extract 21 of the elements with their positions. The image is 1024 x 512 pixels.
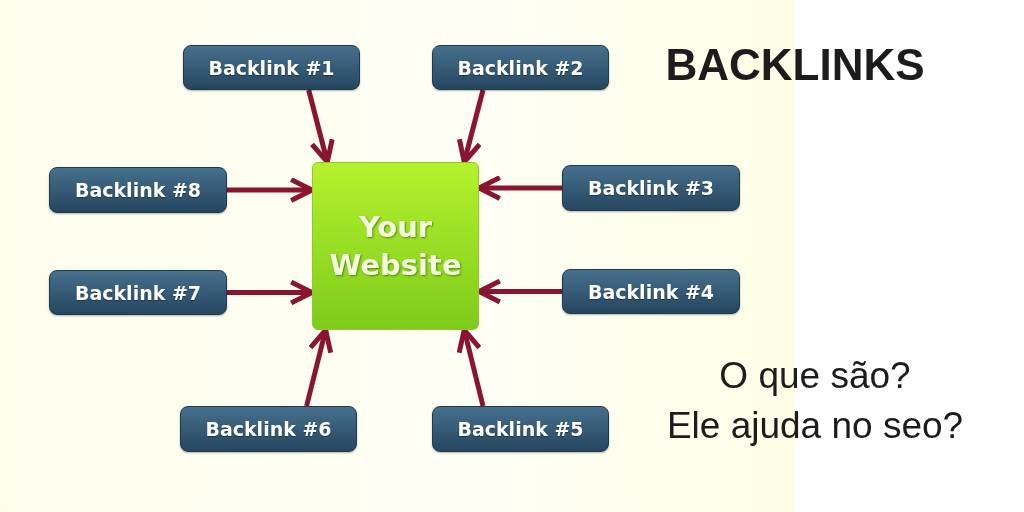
backlink-box [562, 269, 740, 314]
backlink-box [180, 406, 357, 452]
backlink-box [49, 270, 227, 315]
backlink-label: Backlink #5 [457, 418, 584, 440]
backlink-label: Backlink #3 [587, 177, 715, 199]
backlink-box [432, 406, 609, 452]
backlink-box [183, 45, 360, 90]
backlink-label: Backlink #7 [74, 281, 202, 304]
backlink-label: Backlink #1 [208, 56, 335, 79]
question-text: Ele ajuda no seo? [665, 405, 965, 447]
backlink-label: Backlink #4 [587, 280, 715, 303]
website-box [312, 162, 479, 330]
question-text: O que são? [718, 355, 912, 397]
backlink-box [562, 165, 740, 211]
backlink-label: Backlink #6 [205, 418, 332, 440]
backlink-label: Backlink #8 [74, 179, 202, 201]
backlink-box [432, 45, 609, 90]
title: BACKLINKS [664, 40, 926, 90]
backlink-box [49, 167, 227, 213]
backlink-label: Backlink #2 [457, 56, 584, 79]
website-label: Your Website [328, 209, 463, 284]
